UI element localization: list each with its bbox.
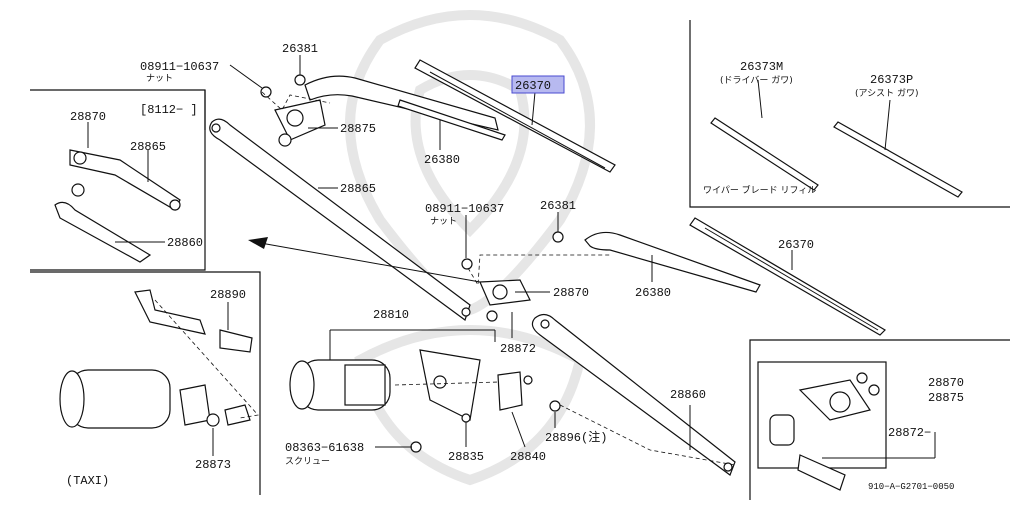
label-28870-inset-br: 28870 (928, 376, 964, 390)
reference-arrow (248, 237, 481, 283)
label-08911-top-sub: ナット (146, 73, 173, 84)
label-26373m: 26373M (740, 60, 783, 74)
link-rod-lower (531, 313, 736, 476)
link-rod-upper (209, 118, 471, 321)
diagram-code: 910−A−G2701−0050 (868, 482, 954, 492)
label-28810: 28810 (373, 308, 409, 322)
label-26373p-sub: (アシスト ガワ) (855, 88, 919, 99)
label-28875-inset-br: 28875 (928, 391, 964, 405)
label-08911-center: 08911−10637 (425, 202, 504, 216)
label-26380-top: 26380 (424, 153, 460, 167)
label-28890: 28890 (210, 288, 246, 302)
leader-lines (87, 55, 936, 459)
refill-parts (710, 117, 963, 198)
label-08911-top: 08911−10637 (140, 60, 219, 74)
label-8112: [8112− ] (140, 103, 198, 117)
label-28840: 28840 (510, 450, 546, 464)
label-28870-center: 28870 (553, 286, 589, 300)
wiper-arm-right (584, 217, 886, 336)
callout-labels: 26381 08911−10637 ナット 28875 26380 26370 … (66, 42, 964, 492)
label-28860-inset: 28860 (167, 236, 203, 250)
label-26381-top: 26381 (282, 42, 318, 56)
motor-bracket-top (260, 74, 326, 147)
label-26380-right: 26380 (635, 286, 671, 300)
label-taxi: (TAXI) (66, 474, 109, 488)
label-28896: 28896(注) (545, 429, 607, 445)
label-26370-right: 26370 (778, 238, 814, 252)
label-08363-sub: スクリュー (285, 456, 330, 467)
dashed-guides (154, 91, 736, 466)
highlight-box (511, 75, 565, 94)
inset-frames (30, 20, 1010, 500)
label-28860-main: 28860 (670, 388, 706, 402)
label-26381-center: 26381 (540, 199, 576, 213)
inset-left-top-parts (54, 149, 181, 263)
label-28872: 28872 (500, 342, 536, 356)
label-refill: ワイパー ブレード リフィル (703, 184, 816, 196)
inset-taxi-parts (59, 289, 253, 429)
label-28865-inset: 28865 (130, 140, 166, 154)
inset-br-parts (769, 372, 880, 491)
label-28873: 28873 (195, 458, 231, 472)
wiper-arm-top (304, 59, 616, 173)
label-26373p: 26373P (870, 73, 913, 87)
pivot-center (461, 231, 564, 322)
label-28875: 28875 (340, 122, 376, 136)
label-08363: 08363−61638 (285, 441, 364, 455)
wiper-motor (289, 349, 561, 453)
label-28865-main: 28865 (340, 182, 376, 196)
label-28872-inset-br: 28872− (888, 426, 931, 440)
label-28870-inset: 28870 (70, 110, 106, 124)
label-26373m-sub: (ドライバー ガワ) (720, 75, 793, 86)
label-28835: 28835 (448, 450, 484, 464)
label-26370-highlighted: 26370 (515, 79, 551, 93)
label-08911-center-sub: ナット (430, 216, 457, 227)
